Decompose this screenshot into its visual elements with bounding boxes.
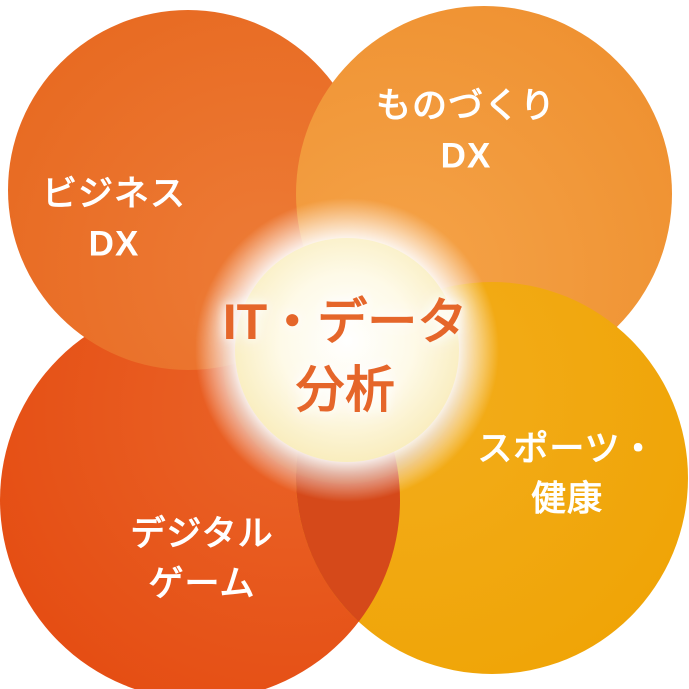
label-sports-health: スポーツ・ 健康 — [477, 424, 656, 523]
label-digital-game: デジタル ゲーム — [130, 509, 273, 608]
center-circle — [235, 238, 459, 462]
label-business-dx-line2: DX — [88, 224, 140, 263]
center-title-line2: 分析 — [295, 362, 395, 418]
label-monozukuri-dx: ものづくり DX — [376, 81, 556, 180]
label-sports-health-line2: 健康 — [530, 479, 603, 518]
label-digital-game-line1: デジタル — [130, 514, 274, 554]
center-title: IT・データ 分析 — [223, 288, 467, 424]
label-monozukuri-dx-line1: ものづくり — [375, 86, 557, 126]
center-title-line1: IT・データ — [222, 294, 468, 350]
label-digital-game-line2: ゲーム — [148, 564, 256, 603]
label-monozukuri-dx-line2: DX — [440, 136, 492, 175]
label-business-dx-line1: ビジネス — [41, 174, 187, 214]
label-sports-health-line1: スポーツ・ — [477, 429, 657, 469]
label-business-dx: ビジネス DX — [42, 169, 186, 268]
